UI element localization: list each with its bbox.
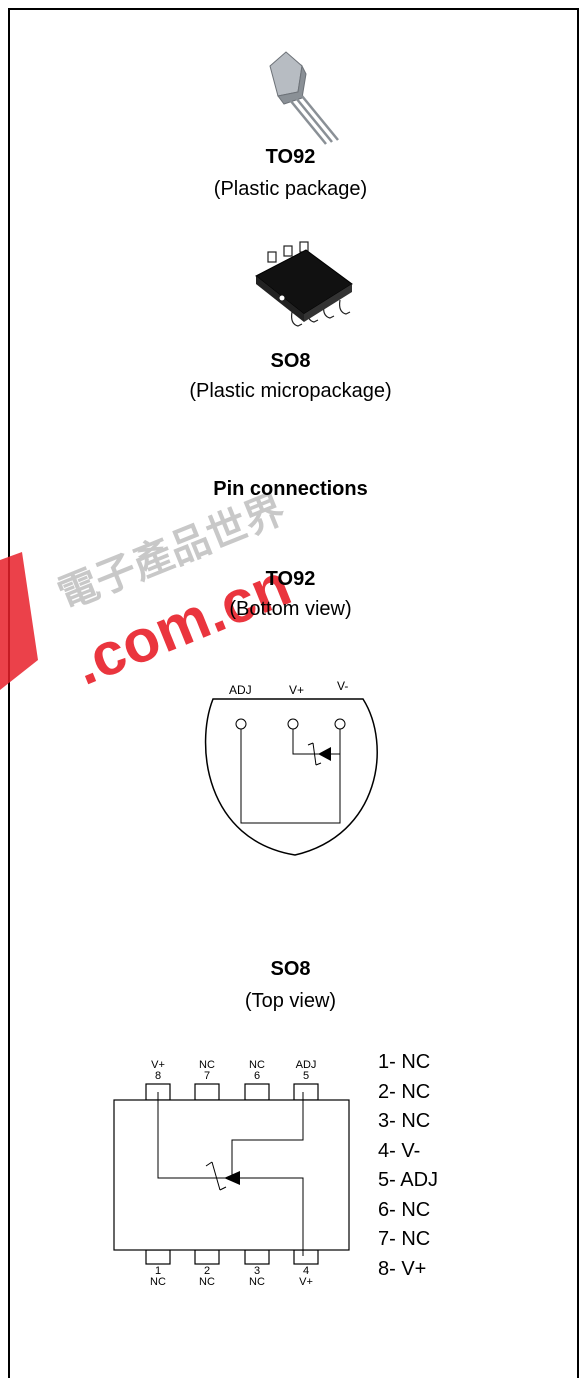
to92-pin-adj-label: ADJ — [229, 683, 252, 697]
so8-pin-list: 1- NC 2- NC 3- NC 4- V- 5- ADJ 6- NC 7- … — [378, 1048, 438, 1284]
pin-list-item: 8- V+ — [378, 1257, 427, 1280]
so8-pin1-num: 1 — [155, 1265, 161, 1277]
so8-pin7-label: NC — [199, 1059, 215, 1071]
to92-pin-adj — [235, 718, 247, 730]
so8-pin2-label: NC — [199, 1276, 215, 1288]
to92-pin-vplus-label: V+ — [289, 683, 304, 697]
so8-view-desc: (Top view) — [244, 990, 337, 1012]
so8-pin3-num: 3 — [254, 1265, 260, 1277]
so8-package-name: SO8 — [270, 350, 311, 372]
to92-pin-diagram: ADJ V+ V- — [204, 679, 378, 856]
so8-pin6-num: 6 — [254, 1070, 260, 1082]
to92-package-image — [269, 51, 339, 145]
to92-pin-vminus — [334, 718, 346, 730]
page-frame — [8, 8, 579, 1378]
so8-pin4-label: V+ — [299, 1276, 313, 1288]
to92-body-outline — [204, 698, 378, 856]
pin-list-item: 1- NC — [378, 1051, 431, 1073]
so8-pin6-label: NC — [249, 1059, 265, 1071]
so8-pin8-label: V+ — [151, 1059, 165, 1071]
so8-pin1-label: NC — [150, 1276, 166, 1288]
so8-pin4-num: 4 — [303, 1265, 309, 1277]
so8-pin3-label: NC — [249, 1276, 265, 1288]
so8-pin7-num: 7 — [204, 1070, 210, 1082]
pin-list-item: 4- V- — [378, 1139, 421, 1162]
so8-pin-diagram: V+ 8 NC 7 NC 6 ADJ 5 1 NC 2 NC 3 NC 4 V+ — [113, 1059, 350, 1288]
so8-pin2-num: 2 — [204, 1265, 210, 1277]
to92-diode-symbol — [318, 747, 331, 761]
so8-view-name: SO8 — [270, 958, 311, 980]
to92-package-name: TO92 — [265, 146, 316, 168]
to92-pin-vplus — [287, 718, 299, 730]
section-title: Pin connections — [213, 478, 368, 500]
so8-pin8-num: 8 — [155, 1070, 161, 1082]
to92-view-name: TO92 — [265, 568, 316, 590]
pin-list-item: 7- NC — [378, 1228, 431, 1250]
pin-list-item: 2- NC — [378, 1080, 431, 1103]
so8-package-image — [255, 241, 353, 327]
to92-package-desc: (Plastic package) — [213, 178, 368, 200]
pin-list-item: 3- NC — [378, 1110, 431, 1132]
so8-diode-symbol — [224, 1171, 240, 1185]
to92-view-desc: (Bottom view) — [229, 598, 352, 620]
pin-list-item: 5- ADJ — [378, 1169, 439, 1191]
pin-list-item: 6- NC — [378, 1198, 431, 1221]
so8-pin5-num: 5 — [303, 1070, 309, 1082]
so8-package-desc: (Plastic micropackage) — [189, 380, 392, 402]
to92-pin-vminus-label: V- — [337, 679, 348, 693]
so8-pin5-label: ADJ — [296, 1059, 317, 1071]
